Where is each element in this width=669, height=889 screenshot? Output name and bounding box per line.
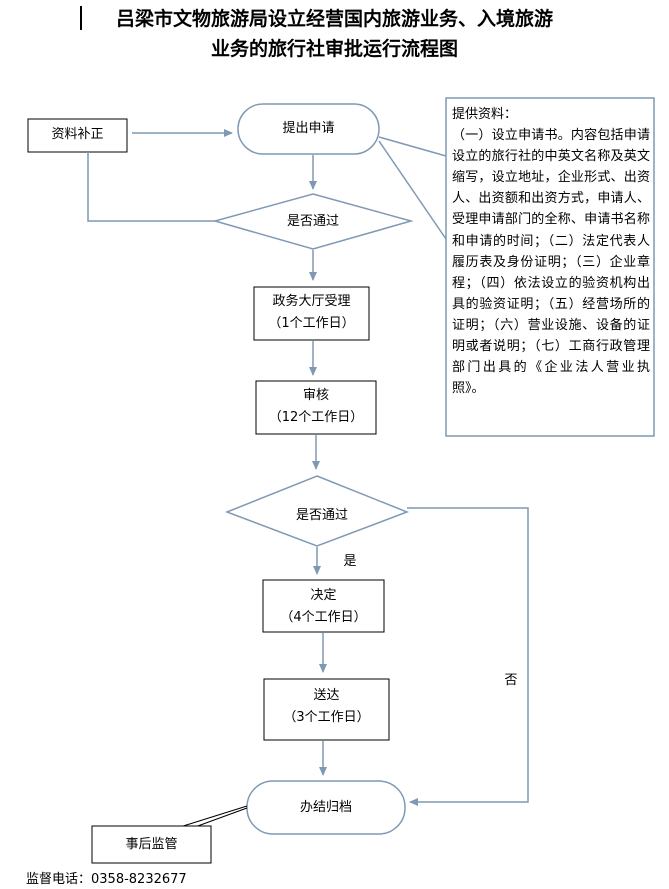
- materials-box: [445, 97, 655, 437]
- archive-label: 办结归档: [299, 800, 352, 815]
- callout-line-2: [378, 140, 447, 240]
- materials-heading: 提供资料：: [452, 107, 518, 122]
- decision1-label: 是否通过: [286, 214, 339, 229]
- line-decision2-no-branch: [407, 507, 529, 806]
- supervision-callout-2: [194, 807, 248, 828]
- archive-node: [246, 780, 406, 835]
- supervision-callout-1: [179, 805, 248, 828]
- review-label-line2: （12个工作日）: [268, 410, 364, 425]
- materials-body: （一）设立申请书。内容包括申请设立的旅行社的中英文名称及英文缩写，设立地址，企业…: [452, 128, 650, 397]
- hall-label-line1: 政务大厅受理: [272, 294, 351, 309]
- page-title-line2: 业务的旅行社审批运行流程图: [210, 38, 458, 60]
- no-label: 否: [504, 673, 518, 688]
- hall-label-line2: （1个工作日）: [268, 316, 355, 331]
- review-label-line1: 审核: [302, 388, 329, 403]
- decide-box: [262, 579, 385, 633]
- callout-line-1: [378, 136, 447, 157]
- review-box: [255, 380, 377, 435]
- supervision-label: 事后监管: [125, 837, 178, 852]
- hall-box: [253, 286, 370, 341]
- supplement-label: 资料补正: [51, 127, 104, 142]
- line-decision1-to-supplement: [87, 152, 215, 222]
- decision1-diamond: [212, 193, 414, 250]
- decide-label-line2: （4个工作日）: [280, 610, 367, 625]
- page-title-line1: 吕梁市文物旅游局设立经营国内旅游业务、入境旅游: [115, 8, 553, 30]
- deliver-label-line1: 送达: [313, 688, 340, 703]
- supervision-phone: 监督电话：0358-8232677: [26, 872, 187, 887]
- materials-text: 提供资料： （一）设立申请书。内容包括申请设立的旅行社的中英文名称及英文缩写，设…: [452, 104, 650, 399]
- yes-label: 是: [343, 554, 357, 569]
- submit-node: [237, 103, 380, 155]
- submit-label: 提出申请: [282, 121, 335, 136]
- supervision-box: [91, 825, 212, 864]
- decision2-diamond: [224, 475, 410, 547]
- title-bar-mark: [80, 6, 82, 30]
- deliver-box: [263, 678, 390, 741]
- decide-label-line1: 决定: [310, 588, 337, 603]
- decision2-label: 是否通过: [295, 508, 348, 523]
- deliver-label-line2: （3个工作日）: [283, 710, 370, 725]
- supplement-box: [27, 118, 128, 153]
